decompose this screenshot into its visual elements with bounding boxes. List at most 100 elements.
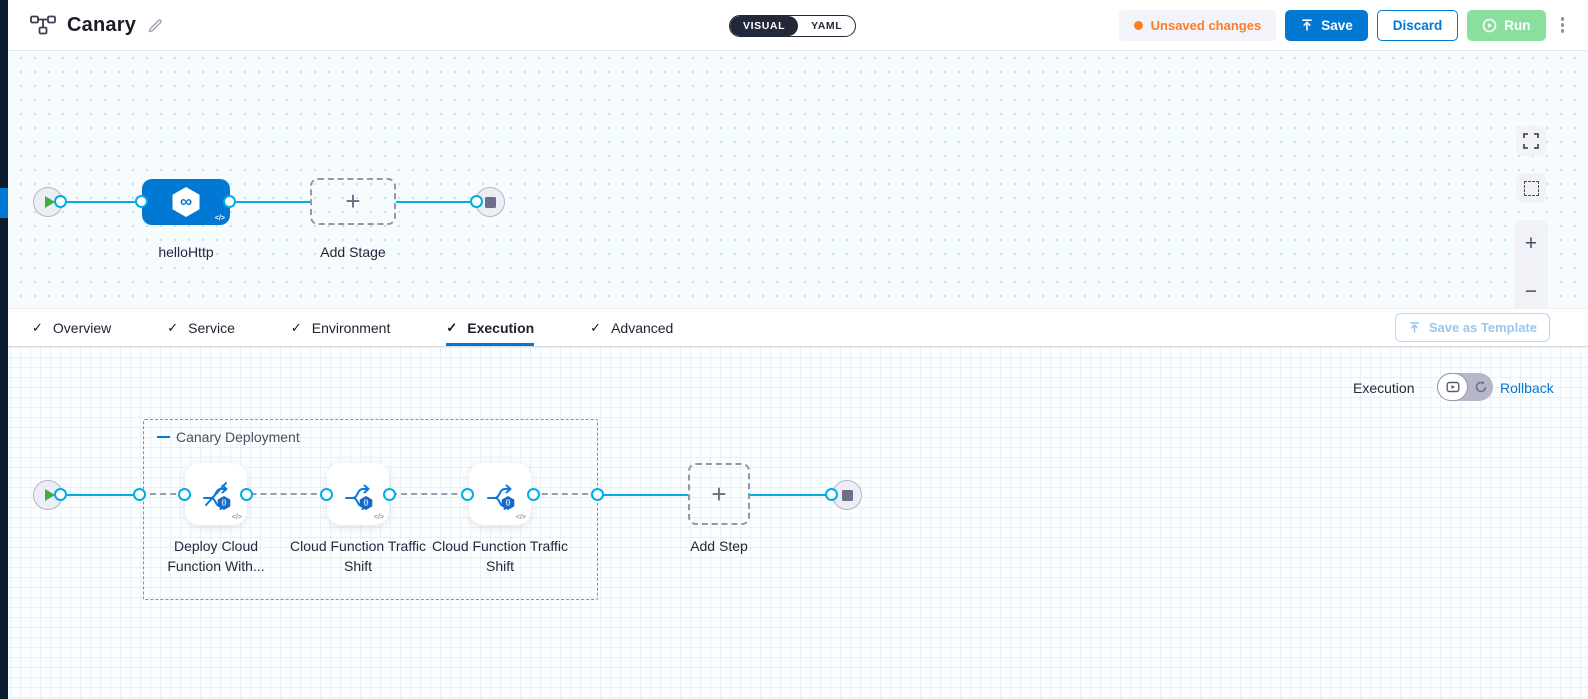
- stage-canvas[interactable]: ∞ </> helloHttp + Add Stage: [0, 51, 1588, 316]
- save-as-template-button[interactable]: Save as Template: [1394, 313, 1550, 342]
- tab-overview[interactable]: ✓ Overview: [32, 309, 111, 346]
- zoom-out-button[interactable]: −: [1524, 280, 1538, 303]
- connector-port[interactable]: [461, 488, 474, 501]
- visual-toggle-button[interactable]: VISUAL: [730, 16, 799, 36]
- tab-advanced[interactable]: ✓ Advanced: [590, 309, 673, 346]
- canary-deployment-group[interactable]: [143, 419, 598, 600]
- stage-tabbar: ✓ Overview ✓ Service ✓ Environment ✓ Exe…: [0, 308, 1588, 347]
- connector-line: [396, 201, 490, 203]
- rollback-icon: [1474, 380, 1488, 394]
- header: Canary VISUAL YAML Unsaved changes: [0, 0, 1588, 51]
- stop-icon: [841, 489, 853, 501]
- connector-port[interactable]: [135, 195, 148, 208]
- fullscreen-button[interactable]: [1516, 126, 1546, 156]
- infinity-icon: ∞: [179, 192, 193, 211]
- connector-line: [750, 494, 832, 496]
- save-as-template-label: Save as Template: [1428, 320, 1537, 335]
- unsaved-changes-label: Unsaved changes: [1150, 17, 1262, 33]
- connector-port[interactable]: [240, 488, 253, 501]
- add-step-button[interactable]: +: [688, 463, 750, 525]
- step-traffic-shift-1[interactable]: {} </>: [327, 463, 389, 525]
- save-button[interactable]: Save: [1285, 9, 1368, 41]
- upload-icon: [1408, 321, 1421, 334]
- connector-port[interactable]: [133, 488, 146, 501]
- discard-button[interactable]: Discard: [1376, 9, 1459, 41]
- tab-label: Advanced: [611, 319, 674, 336]
- execution-mode-button[interactable]: [1437, 373, 1468, 401]
- add-stage-label: Add Stage: [320, 244, 386, 260]
- check-icon: ✓: [32, 319, 43, 335]
- tab-service[interactable]: ✓ Service: [167, 309, 235, 346]
- more-options-button[interactable]: [1555, 13, 1571, 37]
- tab-label: Overview: [52, 319, 112, 336]
- plus-icon: +: [711, 478, 727, 509]
- stage-type-icon: ∞: [172, 187, 200, 217]
- check-icon: ✓: [167, 319, 179, 335]
- connector-line: [598, 494, 688, 496]
- run-button-label: Run: [1504, 17, 1531, 33]
- plus-icon: +: [345, 186, 361, 216]
- add-step-label: Add Step: [690, 538, 748, 554]
- tab-label: Service: [188, 319, 235, 336]
- step-deploy-cloud-function[interactable]: {} </>: [185, 463, 247, 525]
- connector-port[interactable]: [383, 488, 396, 501]
- function-badge-icon: {}: [217, 496, 231, 510]
- stage-node-hellohttp[interactable]: ∞ </>: [142, 179, 230, 225]
- select-mode-button[interactable]: [1516, 173, 1546, 203]
- visual-yaml-toggle: VISUAL YAML: [729, 15, 857, 37]
- tab-label: Execution: [467, 319, 535, 336]
- rollback-link[interactable]: Rollback: [1500, 380, 1554, 396]
- group-collapse-icon[interactable]: [157, 435, 170, 439]
- header-actions: Unsaved changes Save Discard: [1118, 9, 1571, 41]
- check-icon: ✓: [290, 319, 302, 335]
- tab-environment[interactable]: ✓ Environment: [291, 309, 391, 346]
- edit-title-button[interactable]: [147, 17, 164, 34]
- pencil-icon: [147, 17, 164, 34]
- check-icon: ✓: [590, 319, 602, 335]
- connector-port[interactable]: [825, 488, 838, 501]
- zoom-controls: + −: [1514, 220, 1548, 316]
- group-label: Canary Deployment: [157, 429, 300, 445]
- group-name: Canary Deployment: [176, 429, 300, 445]
- function-badge-icon: {}: [501, 496, 515, 510]
- code-icon: </>: [373, 514, 384, 521]
- stage-name-label: helloHttp: [158, 244, 214, 260]
- connector-port[interactable]: [527, 488, 540, 501]
- code-icon: </>: [231, 514, 242, 521]
- unsaved-dot-icon: [1133, 20, 1143, 30]
- fullscreen-icon: [1522, 132, 1540, 150]
- tab-execution[interactable]: ✓ Execution: [446, 309, 535, 346]
- connector-port[interactable]: [591, 488, 604, 501]
- execution-canvas[interactable]: Execution Rollback: [0, 347, 1588, 699]
- run-button[interactable]: Run: [1467, 9, 1546, 41]
- connector-port[interactable]: [320, 488, 333, 501]
- unsaved-changes-badge: Unsaved changes: [1118, 9, 1277, 41]
- tab-label: Environment: [311, 319, 391, 336]
- step-traffic-shift-2[interactable]: {} </>: [469, 463, 531, 525]
- rollback-mode-button[interactable]: [1468, 373, 1493, 401]
- connector-port[interactable]: [54, 488, 67, 501]
- header-left: Canary: [30, 14, 164, 37]
- discard-button-label: Discard: [1392, 17, 1443, 33]
- code-icon: </>: [214, 215, 225, 222]
- pipeline-end-node[interactable]: [475, 187, 505, 217]
- stop-icon: [484, 196, 496, 208]
- step-name-label: Deploy Cloud Function With...: [167, 538, 265, 574]
- connector-port[interactable]: [178, 488, 191, 501]
- zoom-in-button[interactable]: +: [1524, 232, 1538, 255]
- code-icon: </>: [515, 514, 526, 521]
- step-name-label: Cloud Function Traffic Shift: [290, 538, 426, 574]
- run-play-icon: [1482, 18, 1497, 33]
- step-name-label: Cloud Function Traffic Shift: [432, 538, 568, 574]
- save-button-label: Save: [1321, 17, 1353, 33]
- pipeline-icon: [30, 15, 56, 35]
- marquee-select-icon: [1523, 180, 1539, 196]
- play-icon: [45, 196, 55, 208]
- execution-rollback-toggle[interactable]: [1437, 373, 1493, 401]
- connector-port[interactable]: [470, 195, 483, 208]
- connector-port[interactable]: [223, 195, 236, 208]
- left-nav-rail[interactable]: [0, 0, 8, 699]
- yaml-toggle-button[interactable]: YAML: [811, 20, 843, 32]
- add-stage-button[interactable]: +: [310, 178, 396, 225]
- connector-port[interactable]: [54, 195, 67, 208]
